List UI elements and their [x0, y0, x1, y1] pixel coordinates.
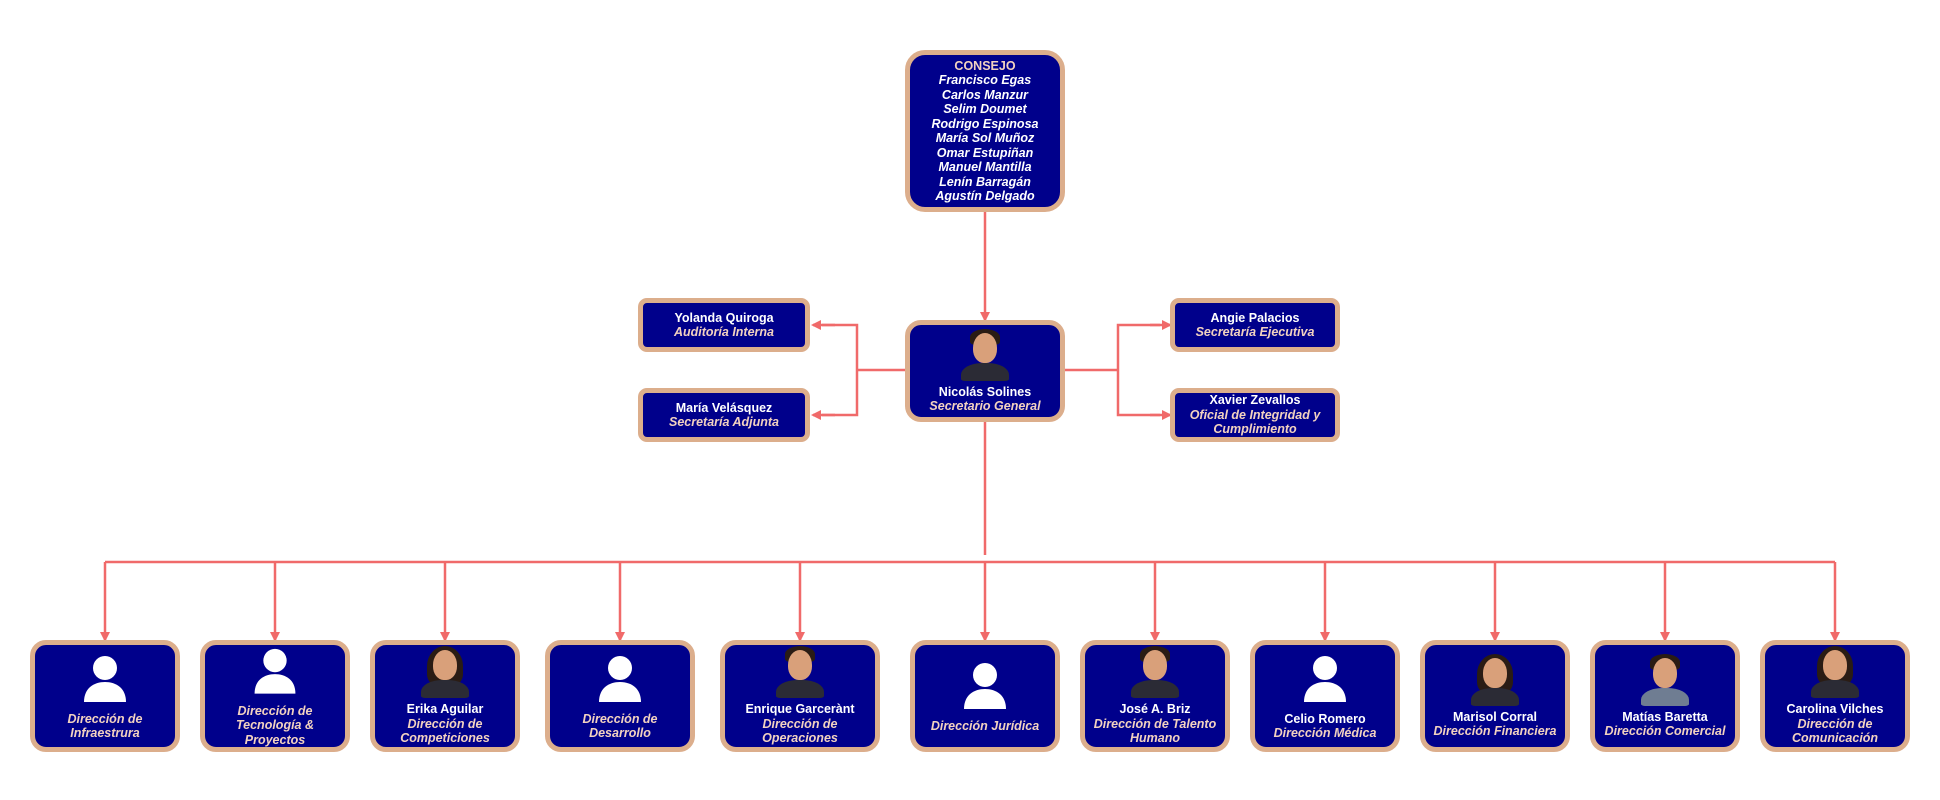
person-photo: [1469, 653, 1521, 706]
council-title: CONSEJO: [954, 58, 1016, 73]
person-placeholder-icon: [254, 648, 296, 694]
directorate-role: Dirección de Operaciones: [762, 716, 838, 746]
person-placeholder-icon: [84, 655, 126, 702]
person-placeholder-icon: [1304, 655, 1346, 702]
directorate-node: Dirección de Tecnología & Proyectos: [200, 640, 350, 752]
directorate-node: Dirección de Infraestrura: [30, 640, 180, 752]
council-member: Lenín Barragán: [939, 174, 1031, 189]
staff-name: Angie Palacios: [1210, 310, 1300, 325]
directorate-role: Dirección Médica: [1273, 726, 1377, 740]
directorate-role: Dirección Financiera: [1433, 724, 1557, 738]
council-member: Rodrigo Espinosa: [931, 116, 1039, 131]
staff-name: María Velásquez: [675, 400, 773, 415]
staff-name: Xavier Zevallos: [1209, 393, 1301, 408]
council-member: Carlos Manzur: [941, 87, 1029, 102]
directorate-role: Dirección de Infraestrura: [67, 711, 143, 741]
staff-node-secretaria-ejecutiva: Angie Palacios Secretaría Ejecutiva: [1170, 298, 1340, 352]
directorate-role: Dirección de Comunicación: [1791, 716, 1879, 746]
staff-name: Yolanda Quiroga: [674, 310, 774, 325]
council-member: Selim Doumet: [943, 102, 1027, 116]
directorate-person-name: José A. Briz: [1119, 702, 1191, 717]
staff-node-integridad: Xavier Zevallos Oficial de Integridad y …: [1170, 388, 1340, 442]
staff-role: Auditoría Interna: [673, 325, 774, 339]
person-photo: [419, 646, 471, 699]
directorate-role: Dirección de Talento Humano: [1093, 716, 1217, 746]
staff-role: Secretaría Adjunta: [669, 415, 779, 429]
secretary-general-node: Nicolás Solines Secretario General: [905, 320, 1065, 422]
directorate-role: Dirección Comercial: [1604, 724, 1726, 738]
directorate-node: Dirección Jurídica: [910, 640, 1060, 752]
directorate-person-name: Celio Romero: [1284, 711, 1366, 726]
directorate-person-name: Erika Aguilar: [406, 702, 484, 717]
directorate-role: Dirección Jurídica: [930, 718, 1040, 733]
directorate-person-name: Matías Baretta: [1622, 709, 1708, 724]
staff-node-secretaria-adjunta: María Velásquez Secretaría Adjunta: [638, 388, 810, 442]
staff-role: Oficial de Integridad y Cumplimiento: [1189, 407, 1321, 437]
directorate-node: Dirección de Desarrollo: [545, 640, 695, 752]
directorate-person-name: Enrique Garcerànt: [745, 702, 855, 717]
directorate-role: Dirección de Desarrollo: [582, 711, 658, 741]
connector-to-left-staff: [822, 323, 905, 417]
secretary-general-role: Secretario General: [929, 399, 1041, 413]
directorate-role: Dirección de Tecnología & Proyectos: [235, 703, 314, 747]
person-placeholder-icon: [964, 662, 1006, 709]
person-photo: [1639, 653, 1691, 706]
council-member: Francisco Egas: [938, 73, 1032, 87]
directorate-person-name: Carolina Vilches: [1786, 702, 1884, 717]
council-member: Manuel Mantilla: [938, 160, 1032, 174]
council-member: Omar Estupiñan: [936, 145, 1034, 160]
person-photo: [1129, 646, 1181, 699]
person-placeholder-icon: [599, 655, 641, 702]
directorate-person-name: Marisol Corral: [1452, 709, 1538, 724]
council-member: Agustín Delgado: [935, 189, 1035, 203]
person-photo: [1809, 646, 1861, 699]
connector-to-right-staff: [1065, 323, 1160, 417]
directorate-role: Dirección de Competiciones: [400, 716, 490, 746]
council-node: CONSEJO Francisco Egas Carlos Manzur Sel…: [905, 50, 1065, 212]
person-photo: [774, 646, 826, 699]
council-member: María Sol Muñoz: [935, 131, 1035, 145]
staff-node-auditoria: Yolanda Quiroga Auditoría Interna: [638, 298, 810, 352]
secretary-general-name: Nicolás Solines: [938, 384, 1032, 399]
secretary-general-photo: [959, 328, 1011, 381]
staff-role: Secretaría Ejecutiva: [1195, 325, 1315, 339]
